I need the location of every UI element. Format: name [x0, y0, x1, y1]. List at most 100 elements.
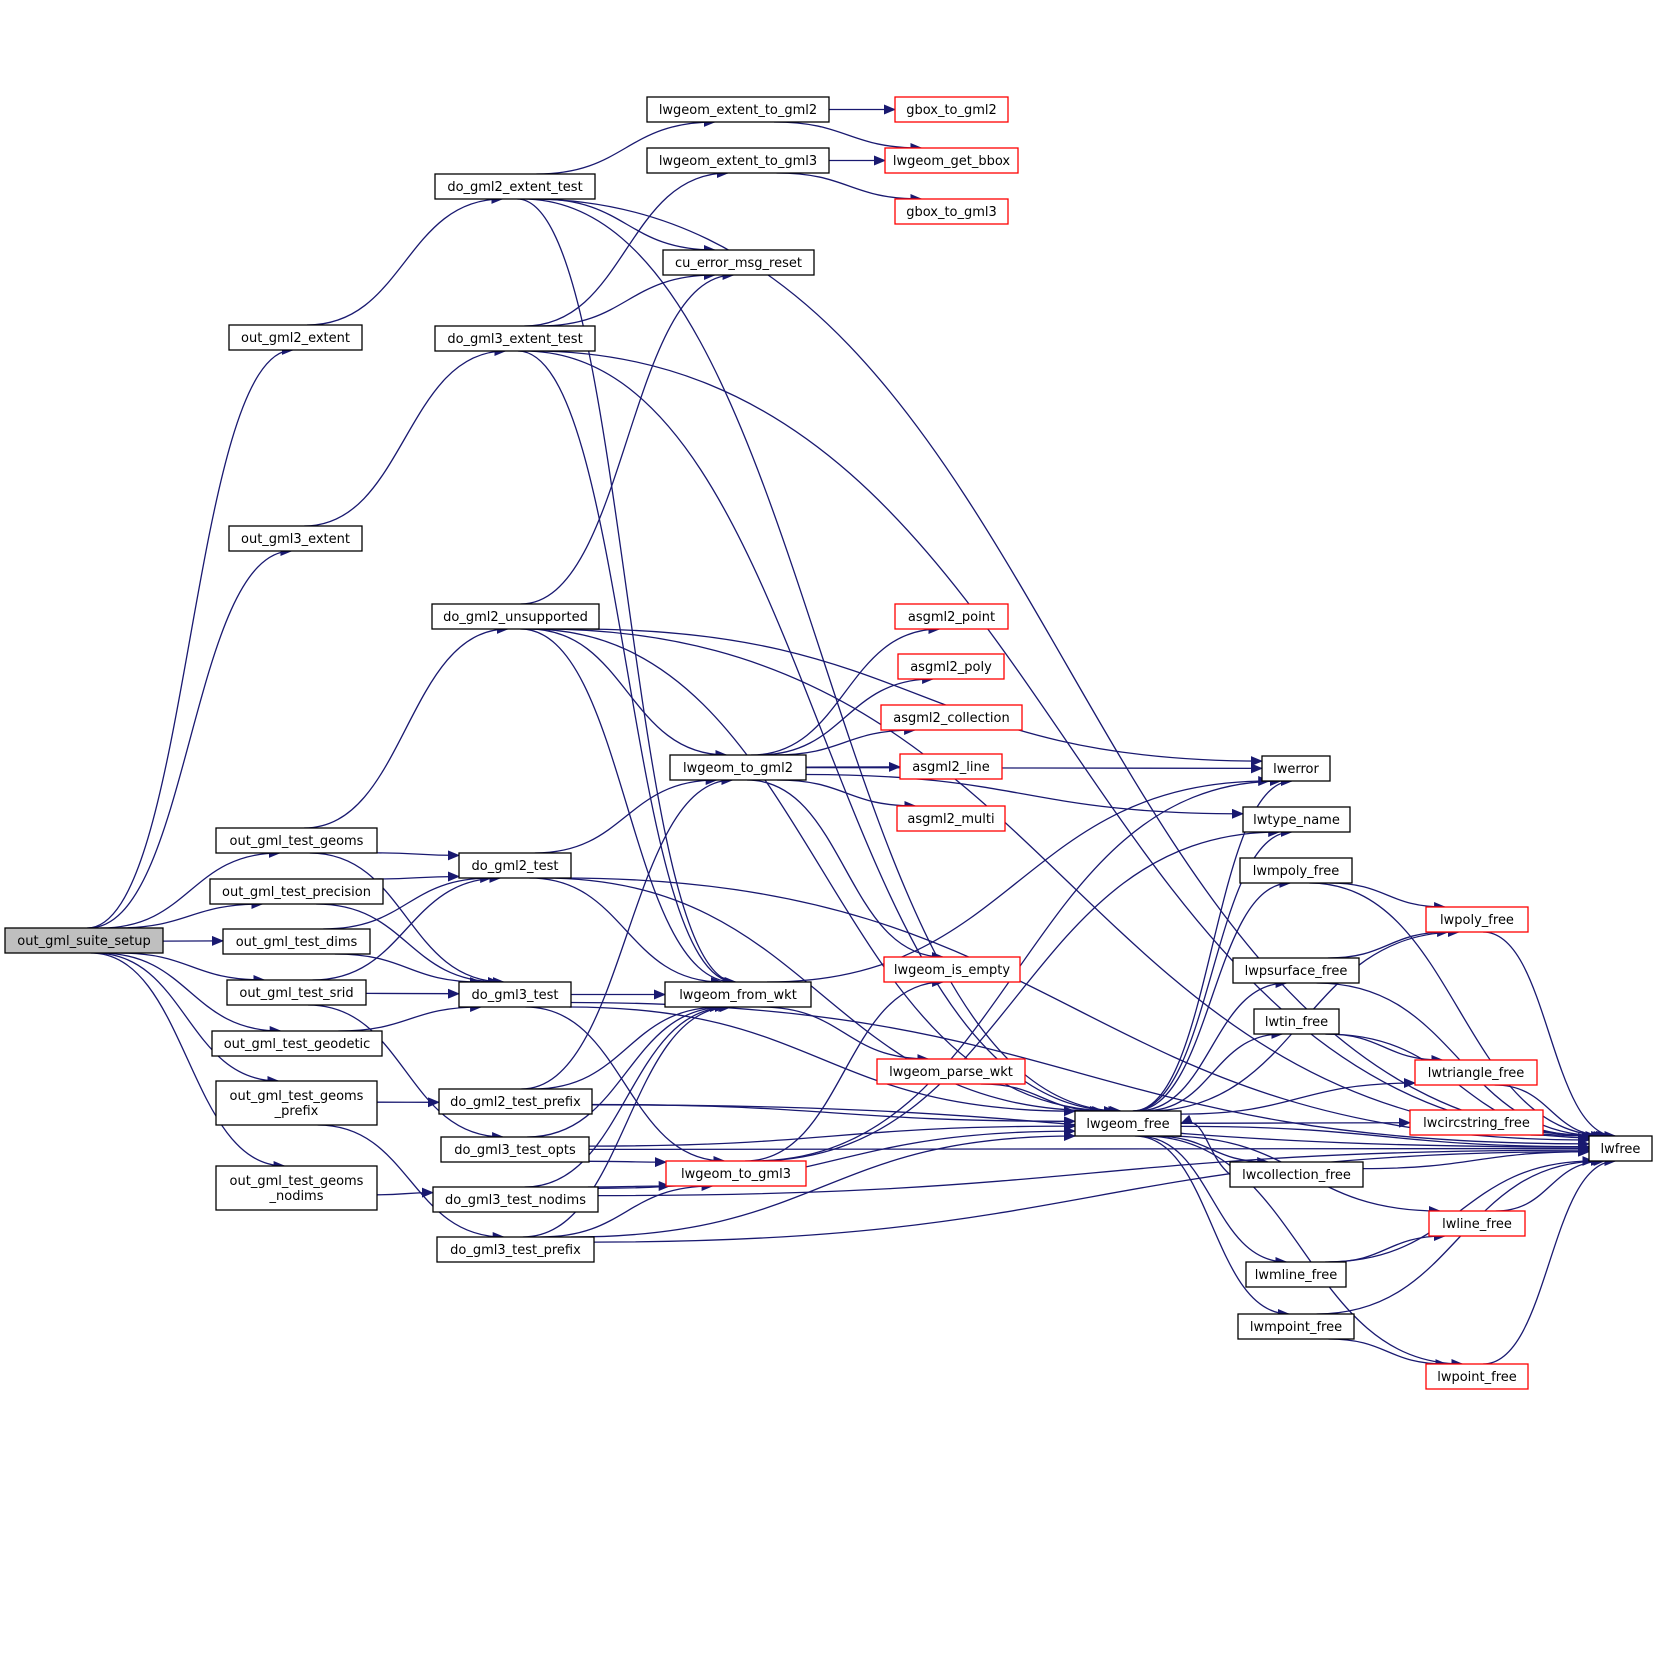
node-label: asgml2_multi — [907, 812, 994, 827]
node-do-gml2-test[interactable]: do_gml2_test — [458, 852, 572, 879]
node-lwcollection-free[interactable]: lwcollection_free — [1229, 1161, 1364, 1188]
node-lwgeom-is-empty[interactable]: lwgeom_is_empty — [883, 956, 1021, 983]
node-box — [226, 979, 367, 1006]
node-label: do_gml3_test_opts — [454, 1143, 576, 1158]
node-lwgeom-extent-to-gml2[interactable]: lwgeom_extent_to_gml2 — [646, 96, 830, 123]
edge-do-gml2-unsupported-to-lwgeom-to-gml2 — [528, 628, 728, 760]
node-label: out_gml_test_geoms — [230, 1174, 364, 1189]
node-lwpoly-free[interactable]: lwpoly_free — [1425, 906, 1529, 933]
node-do-gml3-test-nodims[interactable]: do_gml3_test_nodims — [432, 1186, 599, 1213]
node-label: lwgeom_extent_to_gml2 — [659, 103, 817, 118]
node-lwpoint-free[interactable]: lwpoint_free — [1425, 1363, 1529, 1390]
edge-do-gml2-extent-test-to-lwgeom-extent-to-gml2 — [536, 117, 716, 175]
node-box — [215, 1165, 378, 1211]
node-label: do_gml3_test_nodims — [445, 1193, 586, 1208]
edge-do-gml2-unsupported-to-lwerror — [576, 628, 1263, 767]
node-label: out_gml_suite_setup — [17, 934, 150, 949]
node-lwfree[interactable]: lwfree — [1588, 1135, 1653, 1162]
node-out-gml-test-geoms-prefix[interactable]: out_gml_test_geoms_prefix — [215, 1080, 378, 1126]
edge-do-gml2-unsupported-to-cu-error-msg-reset — [520, 270, 735, 605]
node-lwtriangle-free[interactable]: lwtriangle_free — [1414, 1059, 1538, 1086]
node-do-gml3-test-opts[interactable]: do_gml3_test_opts — [440, 1136, 590, 1163]
node-lwcircstring-free[interactable]: lwcircstring_free — [1409, 1109, 1544, 1136]
node-out-gml-test-geoms-nodims[interactable]: out_gml_test_geoms_nodims — [215, 1165, 378, 1211]
node-asgml2-line[interactable]: asgml2_line — [899, 753, 1003, 780]
edge-out-gml-test-srid-to-do-gml2-test — [312, 873, 502, 981]
edge-lwcollection-free-to-lwfree — [1362, 1146, 1590, 1170]
edge-do-gml2-extent-test-to-lwgeom-from-wkt — [517, 198, 737, 987]
node-do-gml2-test-prefix[interactable]: do_gml2_test_prefix — [438, 1088, 593, 1115]
node-do-gml3-test-prefix[interactable]: do_gml3_test_prefix — [436, 1236, 595, 1263]
edge-do-gml3-test-nodims-to-lwgeom-to-gml3 — [587, 1181, 671, 1192]
node-gbox-to-gml3[interactable]: gbox_to_gml3 — [894, 198, 1009, 225]
edge-do-gml3-test-to-lwgeom-free — [569, 1006, 1076, 1117]
edge-lwgeom-free-to-lwtriangle-free — [1180, 1078, 1416, 1115]
node-out-gml2-extent[interactable]: out_gml2_extent — [228, 324, 363, 351]
edge-lwgeom-to-gml2-to-asgml2-point — [750, 624, 941, 756]
node-root[interactable]: out_gml_suite_setup — [4, 927, 164, 954]
edge-root-to-out-gml-test-srid — [118, 952, 266, 985]
node-box — [1425, 1363, 1529, 1390]
node-asgml2-multi[interactable]: asgml2_multi — [896, 805, 1006, 832]
edge-out-gml-test-geoms-to-do-gml2-test — [376, 850, 460, 861]
node-lwgeom-to-gml2[interactable]: lwgeom_to_gml2 — [669, 754, 807, 781]
node-lwgeom-free[interactable]: lwgeom_free — [1074, 1110, 1182, 1137]
node-label: do_gml2_test_prefix — [450, 1095, 581, 1110]
node-box — [1232, 957, 1360, 984]
node-label: do_gml2_unsupported — [443, 610, 588, 625]
node-lwgeom-to-gml3[interactable]: lwgeom_to_gml3 — [665, 1160, 807, 1187]
edge-do-gml3-test-nodims-to-lwgeom-from-wkt — [524, 1002, 731, 1188]
node-lwtype-name[interactable]: lwtype_name — [1242, 806, 1351, 833]
node-out-gml-test-dims[interactable]: out_gml_test_dims — [222, 928, 371, 955]
edge-lwgeom-to-gml2-to-asgml2-poly — [757, 674, 935, 756]
node-label: lwgeom_parse_wkt — [889, 1065, 1013, 1080]
node-asgml2-collection[interactable]: asgml2_collection — [880, 704, 1023, 731]
edge-do-gml3-test-opts-to-lwgeom-from-wkt — [527, 1002, 727, 1138]
node-do-gml2-extent-test[interactable]: do_gml2_extent_test — [434, 173, 596, 200]
node-asgml2-poly[interactable]: asgml2_poly — [897, 653, 1005, 680]
node-do-gml3-extent-test[interactable]: do_gml3_extent_test — [434, 325, 596, 352]
node-lwpsurface-free[interactable]: lwpsurface_free — [1232, 957, 1360, 984]
node-lwgeom-parse-wkt[interactable]: lwgeom_parse_wkt — [876, 1058, 1026, 1085]
node-asgml2-point[interactable]: asgml2_point — [894, 603, 1009, 630]
node-lwtin-free[interactable]: lwtin_free — [1253, 1008, 1340, 1035]
edge-lwgeom-free-to-lwpsurface-free — [1136, 978, 1288, 1112]
node-gbox-to-gml2[interactable]: gbox_to_gml2 — [894, 96, 1009, 123]
node-lwmline-free[interactable]: lwmline_free — [1245, 1261, 1347, 1288]
edge-do-gml2-test-to-lwgeom-to-gml2 — [534, 775, 718, 854]
node-box — [440, 1136, 590, 1163]
node-out-gml-test-geodetic[interactable]: out_gml_test_geodetic — [211, 1030, 383, 1057]
node-lwline-free[interactable]: lwline_free — [1428, 1210, 1526, 1237]
node-out-gml-test-srid[interactable]: out_gml_test_srid — [226, 979, 367, 1006]
node-label: do_gml2_test — [472, 859, 559, 874]
node-label: lwmpoint_free — [1250, 1320, 1342, 1335]
node-box — [1074, 1110, 1182, 1137]
node-label: asgml2_poly — [910, 660, 992, 675]
edge-out-gml-test-geoms-to-do-gml3-test — [309, 852, 505, 987]
node-lwerror[interactable]: lwerror — [1261, 755, 1331, 782]
node-out-gml-test-precision[interactable]: out_gml_test_precision — [209, 878, 384, 905]
node-out-gml-test-geoms[interactable]: out_gml_test_geoms — [215, 827, 378, 854]
node-label: out_gml_test_geoms — [230, 834, 364, 849]
node-do-gml2-unsupported[interactable]: do_gml2_unsupported — [431, 603, 600, 630]
node-box — [228, 324, 363, 351]
node-lwgeom-from-wkt[interactable]: lwgeom_from_wkt — [664, 981, 812, 1008]
edge-do-gml3-extent-test-to-lwgeom-free — [523, 350, 1121, 1116]
node-box — [899, 753, 1003, 780]
node-lwmpoly-free[interactable]: lwmpoly_free — [1239, 857, 1353, 884]
edge-lwgeom-to-gml2-to-asgml2-multi — [776, 779, 917, 811]
edge-lwgeom-free-to-lwtype-name — [1132, 827, 1293, 1112]
node-lwgeom-extent-to-gml3[interactable]: lwgeom_extent_to_gml3 — [646, 147, 830, 174]
node-lwgeom-get-bbox[interactable]: lwgeom_get_bbox — [884, 147, 1019, 174]
node-lwmpoint-free[interactable]: lwmpoint_free — [1237, 1313, 1355, 1340]
node-do-gml3-test[interactable]: do_gml3_test — [458, 981, 572, 1008]
node-box — [434, 325, 596, 352]
edge-do-gml3-test-opts-to-lwgeom-free — [588, 1121, 1076, 1147]
node-label: lwcollection_free — [1242, 1168, 1351, 1183]
edge-do-gml2-test-prefix-to-lwgeom-from-wkt — [532, 1002, 722, 1090]
node-out-gml3-extent[interactable]: out_gml3_extent — [228, 525, 363, 552]
node-box — [883, 956, 1021, 983]
node-cu-error-msg-reset[interactable]: cu_error_msg_reset — [662, 249, 815, 276]
edge-lwpsurface-free-to-lwpoly-free — [1327, 927, 1450, 959]
